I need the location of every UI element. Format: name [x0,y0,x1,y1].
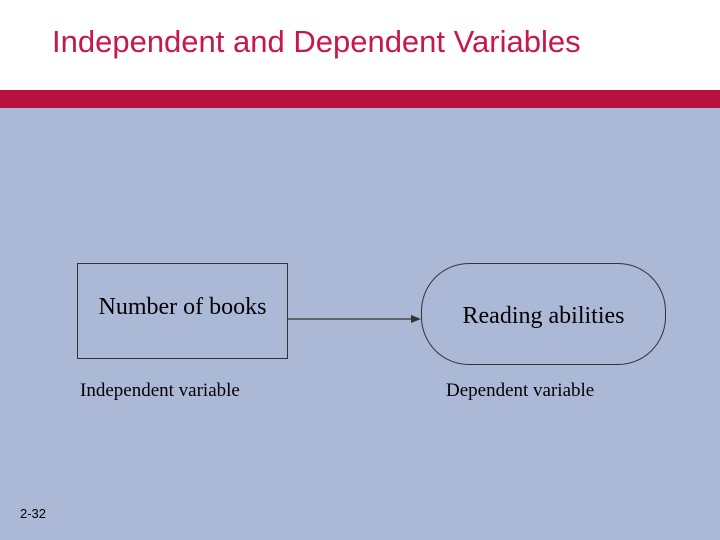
dependent-variable-box: Reading abilities [421,263,666,365]
slide-number: 2-32 [20,506,47,521]
slide-title: Independent and Dependent Variables [52,24,581,59]
independent-variable-box-label: Number of books [98,293,267,320]
slide-header: Independent and Dependent Variables [0,0,720,90]
dependent-variable-caption: Dependent variable [446,380,595,401]
arrow-connector [288,315,421,323]
arrow-head [411,315,421,323]
independent-variable-box: Number of books [77,263,288,359]
title-accent-bar [0,90,720,108]
independent-variable-caption: Independent variable [80,380,240,401]
dependent-variable-box-label: Reading abilities [462,302,625,329]
